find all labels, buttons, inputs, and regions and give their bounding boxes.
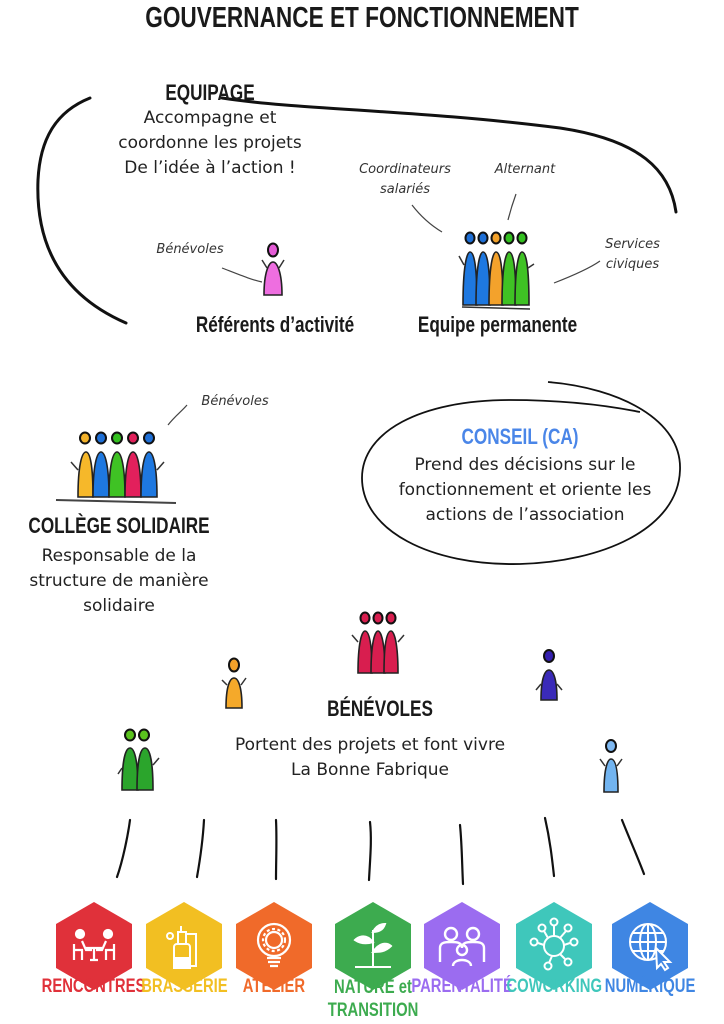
activity-label-text: TRANSITION: [327, 1000, 419, 1021]
activity-atelier[interactable]: [231, 898, 317, 994]
activity-label-text: ATELIER: [242, 976, 306, 997]
activity-rencontres[interactable]: [51, 898, 137, 994]
activity-connectors: [115, 816, 646, 886]
activity-hexagon: [335, 902, 411, 990]
equipe-note-coordinateurs: Coordinateurs salariés: [350, 160, 460, 200]
hexagon-shape: [146, 902, 222, 990]
referents-note: Bénévoles: [156, 242, 224, 257]
note-connector: [167, 404, 188, 426]
benevoles-description: Portent des projets et font vivre La Bon…: [200, 733, 540, 783]
activity-label-text: RENCONTRES: [42, 976, 146, 997]
activity-hexagon: [56, 902, 132, 990]
conseil-heading: CONSEIL (CA): [461, 424, 579, 449]
hexagon-shape: [236, 902, 312, 990]
figure-group-benevoles-red: [351, 611, 405, 674]
equipage-line: coordonne les projets: [118, 133, 302, 153]
referents-label: Référents d’activité: [195, 312, 355, 337]
activity-hexagon: [236, 902, 312, 990]
college-heading: COLLÈGE SOLIDAIRE: [28, 513, 210, 538]
activity-hexagon: [146, 902, 222, 990]
equipage-heading: EQUIPAGE: [165, 80, 255, 105]
equipage-line: De l’idée à l’action !: [124, 158, 296, 178]
activity-label-text: BRASSERIE: [140, 976, 228, 997]
note-connector: [411, 204, 443, 233]
college-line: solidaire: [83, 596, 155, 616]
activity-label-text: PARENTALITÉ: [411, 976, 513, 997]
note-line: civiques: [605, 257, 660, 272]
equipage-bracket-left: [36, 96, 128, 325]
note-line: Coordinateurs: [359, 162, 451, 177]
activity-label-text: COWORKING: [506, 976, 602, 997]
activity-label-text: NUMÉRIQUE: [604, 976, 696, 997]
activity-numérique[interactable]: [607, 898, 693, 994]
college-line: structure de manière: [29, 571, 209, 591]
activity-label: COWORKING: [484, 976, 624, 997]
figure-group-benevoles-green: [117, 728, 160, 791]
hexagon-shape: [56, 902, 132, 990]
family-icon: [438, 926, 486, 967]
conseil-ellipse: [361, 381, 681, 565]
note-connector: [507, 193, 517, 221]
activity-label-text: NATURE et: [334, 977, 412, 998]
figure-group-college: [55, 431, 177, 504]
globe-cursor-icon: [629, 923, 673, 972]
equipage-bracket-right: [220, 96, 678, 214]
plant-sprout-icon: [353, 922, 393, 968]
conseil-line: fonctionnement et oriente les: [398, 480, 652, 500]
brewing-bottle-icon: [166, 926, 197, 969]
activity-hexagon: [424, 902, 500, 990]
figure-benevole-orange: [221, 657, 247, 709]
activity-brasserie[interactable]: [141, 898, 227, 994]
college-description: Responsable de la structure de manière s…: [0, 544, 238, 619]
lightbulb-gear-icon: [256, 922, 292, 968]
figure-group-equipe: [458, 231, 535, 310]
figure-benevole-purple: [535, 649, 563, 701]
figure-benevole-lightblue: [599, 739, 623, 793]
conseil-line: Prend des décisions sur le: [414, 455, 636, 475]
activity-nature[interactable]: [330, 898, 416, 994]
conseil-line: actions de l’association: [425, 505, 625, 525]
college-line: Responsable de la: [41, 546, 197, 566]
benevoles-line: La Bonne Fabrique: [291, 760, 449, 780]
activity-parentalité[interactable]: [419, 898, 505, 994]
equipage-description: Accompagne et coordonne les projets De l…: [100, 106, 320, 181]
activity-label: PARENTALITÉ: [392, 976, 532, 997]
activity-label: RENCONTRES: [24, 976, 164, 997]
figure-referent: [261, 242, 285, 296]
conseil-description: Prend des décisions sur le fonctionnemen…: [375, 453, 675, 528]
activity-label: ATELIER: [204, 976, 344, 997]
network-hub-icon: [529, 917, 579, 971]
note-connector: [553, 260, 601, 284]
college-note: Bénévoles: [201, 394, 269, 409]
benevoles-line: Portent des projets et font vivre: [234, 735, 506, 755]
equipage-line: Accompagne et: [143, 108, 277, 128]
activity-coworking[interactable]: [511, 898, 597, 994]
note-line: Services: [605, 237, 660, 252]
equipe-note-alternant: Alternant: [494, 162, 556, 177]
page-title: GOUVERNANCE ET FONCTIONNEMENT: [145, 2, 579, 34]
equipe-label: Equipe permanente: [417, 312, 578, 337]
activity-hexagon: [516, 902, 592, 990]
meeting-table-icon: [72, 928, 116, 962]
equipe-note-services: Services civiques: [595, 235, 670, 275]
activity-label: NUMÉRIQUE: [580, 976, 720, 997]
hexagon-shape: [516, 902, 592, 990]
activity-hexagon: [612, 902, 688, 990]
activity-label: BRASSERIE: [114, 976, 254, 997]
note-connector: [221, 267, 263, 283]
benevoles-heading: BÉNÉVOLES: [327, 696, 433, 721]
note-line: salariés: [379, 182, 431, 197]
